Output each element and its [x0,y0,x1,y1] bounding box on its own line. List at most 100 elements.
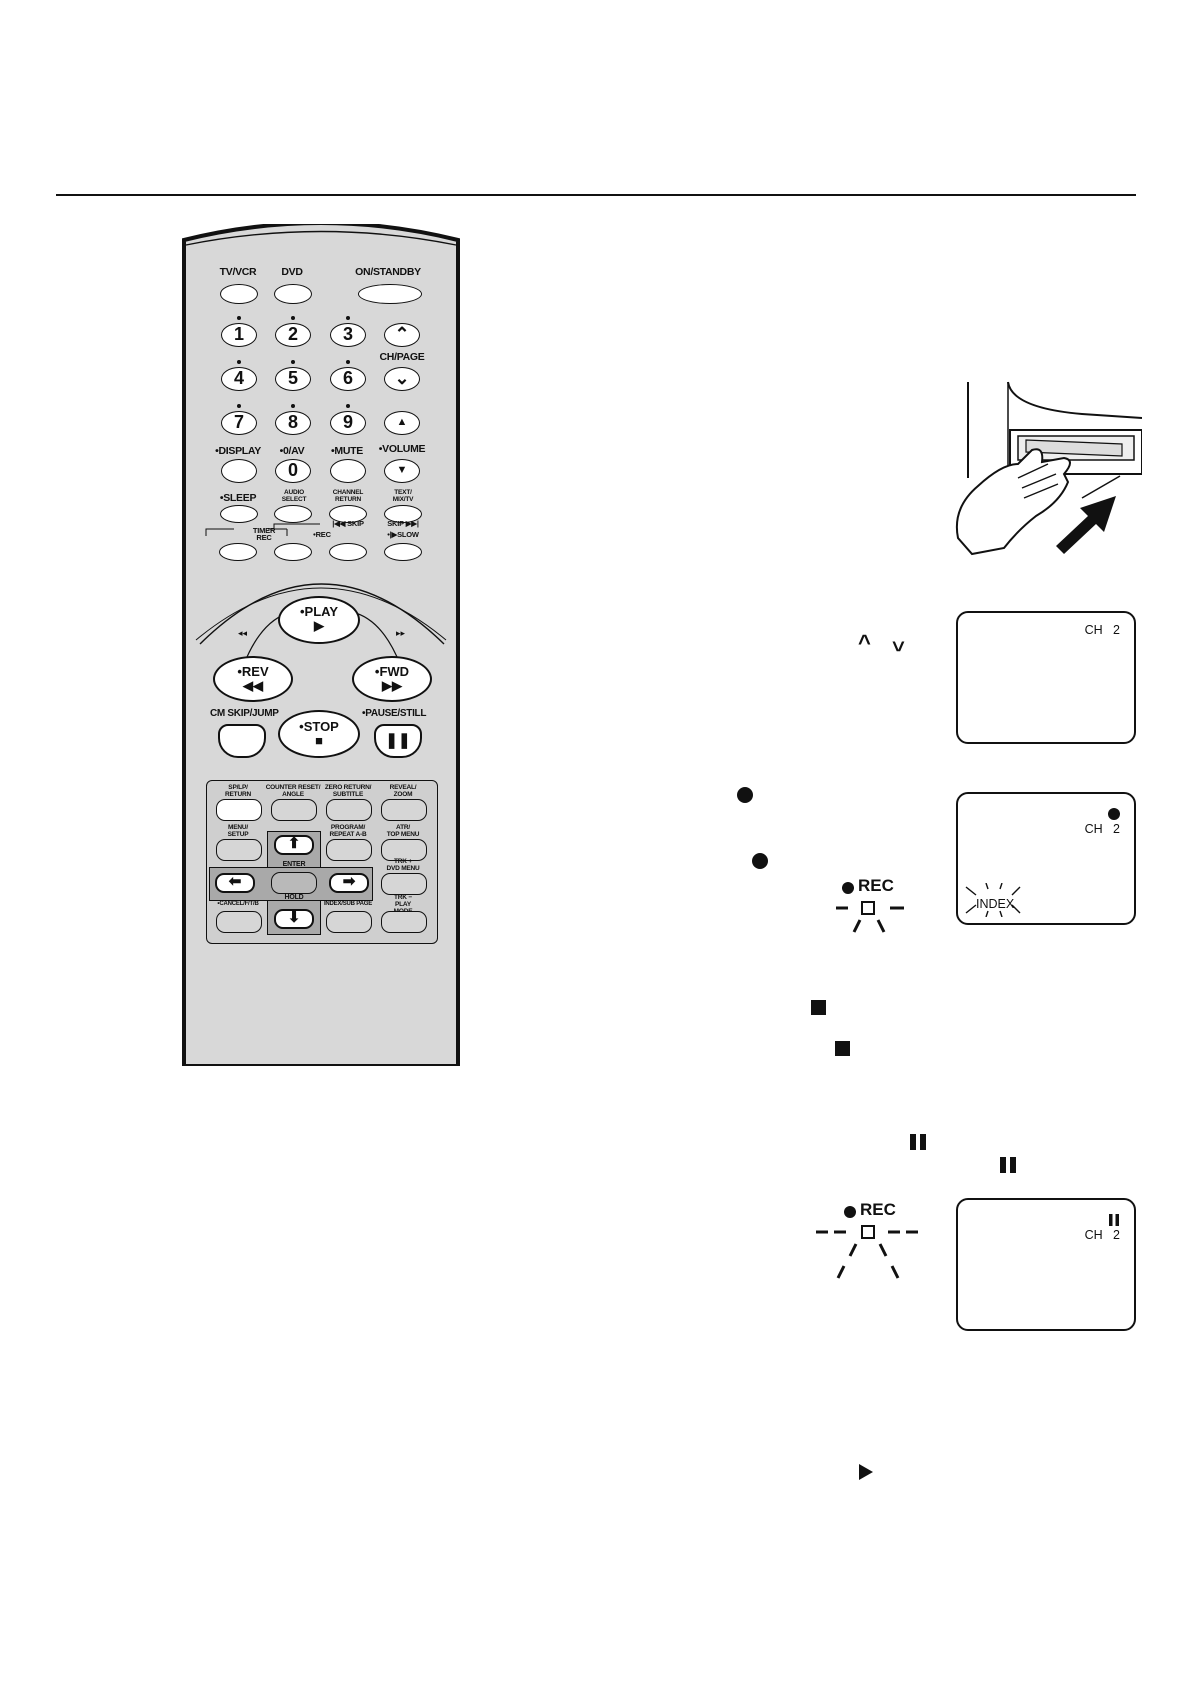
volume-down-button[interactable]: ▼ [384,459,420,483]
rev-label: •REV [237,664,269,679]
audio-select-label: AUDIO SELECT [281,489,307,503]
play-icon: ▶ [314,618,324,633]
tv-screen-3: CH 2 [956,1198,1136,1331]
play-button[interactable]: •PLAY▶ [278,596,360,644]
ch-up-button[interactable]: ⌃ [384,323,420,347]
pause-still-button[interactable]: ❚❚ [374,724,422,758]
dot [237,360,241,364]
timer-rec-label: TIMER REC [252,526,276,542]
rewind-icon: ◀◀ [243,678,263,693]
text-mix-label: TEXT/ MIX/TV [392,489,414,503]
ch-down-button[interactable]: ⌄ [384,367,420,391]
down-arrow-button[interactable]: ⬇ [274,909,314,929]
reveal-zoom-label: REVEAL/ ZOOM [389,784,417,798]
reveal-zoom-button[interactable] [381,799,427,821]
channel-return-button[interactable] [329,505,367,523]
dot [346,316,350,320]
stop-label: •STOP [299,719,339,734]
blinking-rec-lamp-icon [816,1225,918,1279]
zero-return-button[interactable] [326,799,372,821]
cm-skip-jump-label: CM SKIP/JUMP [210,708,279,719]
number-4-button[interactable]: 4 [221,367,257,391]
pause-still-label: •PAUSE/STILL [362,708,427,719]
rec-indicator-small: REC [832,876,922,936]
pause-icon [1109,1214,1119,1226]
tv-screen-2: CH 2 INDEX [956,792,1136,925]
cancel-button[interactable] [216,911,262,933]
slow-button[interactable] [384,543,422,561]
volume-up-button[interactable]: ▲ [384,411,420,435]
mute-label: •MUTE [331,445,363,457]
number-0-button[interactable]: 0 [275,459,311,483]
mute-button[interactable] [330,459,366,483]
index-subpage-button[interactable] [326,911,372,933]
cassette-insert-illustration [956,381,1142,556]
counter-reset-label: COUNTER RESET/ ANGLE [265,784,321,798]
skip-back-button[interactable] [329,543,367,561]
menu-setup-label: MENU/ SETUP [227,824,249,838]
volume-label: •VOLUME [378,443,426,455]
channel-display: CH 2 [1084,623,1120,637]
channel-display: CH 2 [1084,822,1120,836]
channel-return-label: CHANNEL RETURN [332,489,364,503]
timer-rec-button[interactable] [219,543,257,561]
number-2-button[interactable]: 2 [275,323,311,347]
program-repeat-button[interactable] [326,839,372,861]
rev-button[interactable]: •REV◀◀ [213,656,293,702]
ch-up-icon: ⌃ [394,324,410,344]
cancel-label: •CANCEL/F/T/B [217,901,259,907]
dot [237,316,241,320]
stop-square-icon [835,1041,850,1056]
dot [291,360,295,364]
number-8-button[interactable]: 8 [275,411,311,435]
cm-skip-jump-button[interactable] [218,724,266,758]
arrow-left-icon: ⬅ [228,873,242,890]
skip-back-label: |◀◀ SKIP [332,519,364,528]
enter-button[interactable] [271,872,317,894]
atr-top-menu-button[interactable] [381,839,427,861]
number-3-button[interactable]: 3 [330,323,366,347]
ch-page-label: CH/PAGE [379,351,425,363]
volume-down-icon: ▼ [396,464,408,476]
tv-screen-1: CH 2 [956,611,1136,744]
audio-select-button[interactable] [274,505,312,523]
dot [291,316,295,320]
arrow-right-icon: ➡ [342,873,356,890]
up-arrow-button[interactable]: ⬆ [274,835,314,855]
on-standby-button[interactable] [358,284,422,304]
display-button[interactable] [221,459,257,483]
number-7-button[interactable]: 7 [221,411,257,435]
right-arrow-button[interactable]: ➡ [329,873,369,893]
dvd-button[interactable] [274,284,312,304]
ch-down-icon: ^ [892,631,905,656]
sp-lp-return-button[interactable] [216,799,262,821]
header-rule [56,194,1136,196]
dvd-label: DVD [281,266,303,278]
function-panel: SP/LP/ RETURN COUNTER RESET/ ANGLE ZERO … [206,780,438,944]
left-arrow-button[interactable]: ⬅ [215,873,255,893]
play-label: •PLAY [299,604,339,619]
text-mix-button[interactable] [384,505,422,523]
tv-vcr-button[interactable] [220,284,258,304]
number-5-button[interactable]: 5 [275,367,311,391]
number-6-button[interactable]: 6 [330,367,366,391]
sleep-button[interactable] [220,505,258,523]
display-label: •DISPLAY [215,445,261,457]
record-dot-icon [1108,808,1120,820]
number-1-button[interactable]: 1 [221,323,257,347]
index-label: INDEX [976,897,1015,911]
number-9-button[interactable]: 9 [330,411,366,435]
fast-forward-icon: ▶▶ [382,678,402,693]
dot [346,360,350,364]
counter-reset-button[interactable] [271,799,317,821]
record-dot-icon [842,882,854,894]
fwd-button[interactable]: •FWD▶▶ [352,656,432,702]
trk-plus-dvd-menu-button[interactable] [381,873,427,895]
trk-minus-play-mode-button[interactable] [381,911,427,933]
pause-icon [910,1134,926,1150]
record-circle-icon [737,787,753,803]
rec-button[interactable] [274,543,312,561]
volume-up-icon: ▲ [396,416,408,428]
stop-button[interactable]: •STOP■ [278,710,360,758]
menu-setup-button[interactable] [216,839,262,861]
